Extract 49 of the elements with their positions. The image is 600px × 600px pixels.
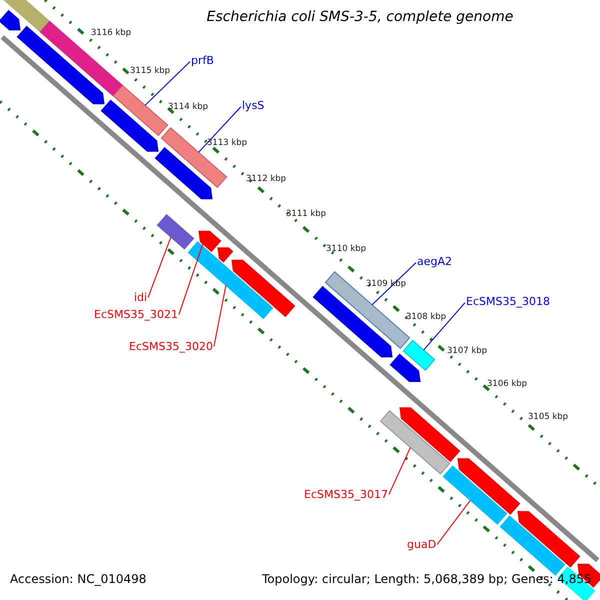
title: Escherichia coli SMS-3-5, complete genome (206, 9, 514, 25)
pointed-gene-block (100, 100, 159, 152)
gene-label: prfB (191, 55, 214, 68)
pointed-gene-block (399, 407, 460, 462)
leader-line (436, 500, 471, 545)
pointed-gene-block (517, 511, 580, 568)
tick-label: 3116 kbp (91, 29, 132, 38)
tick-label: 3106 kbp (487, 380, 528, 390)
gene-label: EcSMS35_3017 (304, 489, 388, 502)
leader-line (178, 243, 204, 315)
tick-label: 3105 kbp (528, 413, 568, 422)
tick-label: 3114 kbp (168, 103, 208, 112)
pointed-gene-block (312, 286, 393, 358)
leader-line (423, 302, 466, 351)
pointed-gene-block (198, 230, 222, 252)
gene-label: guaD (407, 539, 436, 552)
gene-bar (442, 465, 508, 525)
gene-bar (112, 84, 168, 136)
tick-label: 3108 kbp (406, 313, 446, 322)
gene-bar (156, 214, 194, 250)
leader-line (372, 262, 416, 306)
tick-label: 3113 kbp (207, 139, 248, 148)
tick-label: 3115 kbp (130, 67, 170, 76)
gene-bar (402, 340, 436, 371)
tick-label: 3112 kbp (246, 175, 286, 184)
leader-line (144, 61, 190, 106)
gene-label: idi (134, 292, 148, 304)
pointed-gene-block (0, 10, 21, 30)
pointed-gene-block (154, 147, 213, 200)
tick-label: 3107 kbp (447, 347, 488, 356)
gene-label: EcSMS35_3018 (466, 296, 550, 308)
gene-label: EcSMS35_3021 (94, 309, 178, 322)
gene-label: EcSMS35_3020 (129, 341, 213, 354)
pointed-gene-block (217, 247, 234, 263)
gene-bar (380, 410, 450, 475)
pointed-gene-block (457, 458, 520, 515)
tick-label: 3110 kbp (326, 245, 366, 254)
pointed-gene-block (390, 354, 421, 382)
gene-label: aegA2 (417, 256, 452, 268)
leader-line (198, 106, 242, 153)
footer-note: Accession: NC_010498 (10, 573, 146, 586)
leader-line (213, 284, 226, 347)
tick-label: 3111 kbp (286, 210, 326, 220)
leader-line (148, 236, 172, 298)
gene-label: lysS (242, 100, 264, 112)
gene-bar (160, 127, 228, 188)
gene-bar (188, 241, 274, 320)
leader-line (388, 447, 411, 495)
pointed-gene-block (231, 260, 296, 318)
